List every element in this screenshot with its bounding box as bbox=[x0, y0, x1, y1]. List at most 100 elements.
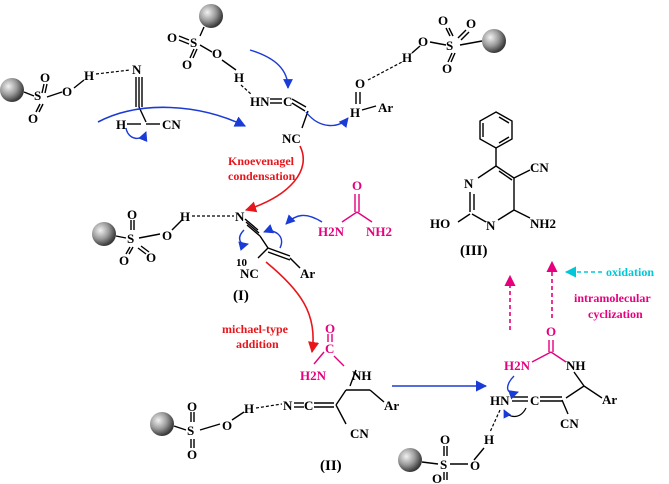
flow-arrow bbox=[97, 106, 247, 127]
atom-o: O bbox=[432, 471, 442, 484]
atom-c: C bbox=[283, 94, 292, 109]
amine-h2n: H2N bbox=[300, 368, 327, 383]
atom-c: C bbox=[304, 398, 313, 413]
amide-nh: NH bbox=[566, 358, 586, 373]
knoevenagel-label: Knoevenagel bbox=[228, 154, 295, 168]
ring-n: N bbox=[464, 176, 474, 191]
atom-s: S bbox=[187, 423, 194, 438]
aryl-ar: Ar bbox=[602, 392, 617, 407]
atom-s: S bbox=[446, 38, 453, 53]
oxidation-label: oxidation bbox=[606, 265, 654, 279]
catalyst-sphere bbox=[199, 4, 223, 28]
stage-label-I: (I) bbox=[233, 288, 249, 304]
nitrile-cn: CN bbox=[530, 160, 549, 175]
atom-o: O bbox=[352, 178, 362, 193]
catalyst-sulfonic-acid-4: S O O O O H bbox=[92, 207, 234, 268]
atom-o: O bbox=[146, 250, 156, 265]
michael-arrow bbox=[265, 261, 320, 354]
atom-o: O bbox=[167, 30, 177, 45]
atom-h: H bbox=[350, 105, 360, 120]
amine-h2n: H2N bbox=[318, 224, 345, 239]
intramolecular-label: cyclization bbox=[588, 307, 643, 321]
ketenimine-intermediate: HN C NC bbox=[250, 94, 349, 146]
atom-s: S bbox=[440, 457, 447, 472]
nitrile-cn: CN bbox=[350, 426, 369, 441]
atom-o: O bbox=[28, 111, 38, 126]
catalyst-sulfonic-acid-3: O H Ar H O S O O O bbox=[350, 13, 506, 120]
atom-n: N bbox=[283, 398, 293, 413]
intermediate-II: N C CN Ar NH C O H2N (II) bbox=[283, 321, 399, 474]
atom-o: O bbox=[127, 207, 137, 222]
atom-n: N bbox=[132, 62, 142, 77]
atom-s: S bbox=[190, 35, 197, 50]
atom-o: O bbox=[162, 228, 172, 243]
catalyst-sphere bbox=[398, 448, 422, 472]
knoevenagel-label: condensation bbox=[228, 169, 296, 183]
atom-o: O bbox=[325, 321, 335, 336]
atom-o: O bbox=[62, 84, 72, 99]
imine-hn: HN bbox=[490, 393, 510, 408]
catalyst-sphere bbox=[92, 222, 116, 246]
aryl-ar: Ar bbox=[378, 100, 393, 115]
stage-label-II: (II) bbox=[320, 458, 342, 474]
amide-nh: NH bbox=[352, 368, 372, 383]
atom-o: O bbox=[119, 253, 129, 268]
stage-label-III: (III) bbox=[460, 243, 488, 259]
nitrile-nc: NC bbox=[282, 131, 301, 146]
atom-o: O bbox=[355, 76, 365, 91]
atom-h: H bbox=[244, 401, 254, 416]
nitrile-cn: CN bbox=[560, 416, 579, 431]
atom-h: H bbox=[484, 432, 494, 447]
aryl-ar: Ar bbox=[300, 266, 315, 281]
hydroxyl-ho: HO bbox=[430, 216, 450, 231]
amine-nh2: NH2 bbox=[366, 224, 392, 239]
knoevenagel-arrow bbox=[244, 145, 305, 213]
catalyst-sphere bbox=[482, 29, 506, 53]
atom-o: O bbox=[466, 16, 476, 31]
intermediate-I: N Ar 10 NC (I) bbox=[233, 209, 315, 304]
atom-o: O bbox=[470, 458, 480, 473]
atom-n: N bbox=[235, 209, 245, 224]
nitrile-cn: CN bbox=[162, 117, 181, 132]
cyclization-intermediate: O H2N NH Ar CN C HN H bbox=[484, 324, 617, 447]
product-III: N CN NH2 N HO (III) bbox=[430, 111, 556, 259]
atom-h: H bbox=[84, 68, 94, 83]
amine-h2n: H2N bbox=[504, 358, 531, 373]
imine-hn: HN bbox=[250, 94, 270, 109]
catalyst-sphere bbox=[0, 78, 24, 102]
atom-o: O bbox=[40, 70, 50, 85]
michael-label: addition bbox=[236, 337, 279, 351]
atom-o: O bbox=[187, 447, 197, 462]
malononitrile: N H CN bbox=[116, 62, 181, 143]
atom-o: O bbox=[182, 57, 192, 72]
atom-o: O bbox=[438, 13, 448, 28]
atom-c: C bbox=[530, 393, 539, 408]
atom-o: O bbox=[212, 46, 222, 61]
nitrile-nc: NC bbox=[240, 266, 259, 281]
atom-s: S bbox=[127, 231, 134, 246]
atom-s: S bbox=[34, 88, 41, 103]
atom-h: H bbox=[402, 50, 412, 65]
atom-h: H bbox=[116, 117, 126, 132]
catalyst-sulfonic-acid-5: S O O O H bbox=[150, 399, 283, 462]
catalyst-sulfonic-acid-2: S O O O H bbox=[167, 4, 293, 96]
catalyst-sphere bbox=[150, 412, 174, 436]
intramolecular-label: intramolecular bbox=[574, 291, 651, 305]
atom-h: H bbox=[234, 70, 244, 85]
atom-o: O bbox=[546, 324, 556, 339]
ring-n: N bbox=[486, 218, 496, 233]
atom-o: O bbox=[187, 399, 197, 414]
atom-c: C bbox=[325, 341, 334, 356]
catalyst-sulfonic-acid-6: O S O O bbox=[398, 432, 485, 484]
aryl-ar: Ar bbox=[384, 398, 399, 413]
atom-o: O bbox=[440, 432, 450, 447]
amine-nh2: NH2 bbox=[530, 216, 556, 231]
urea: O H2N NH2 bbox=[285, 178, 392, 239]
catalyst-sulfonic-acid-1: S O O O H bbox=[0, 68, 131, 126]
atom-h: H bbox=[180, 209, 190, 224]
number-10: 10 bbox=[236, 257, 248, 269]
michael-label: michael-type bbox=[222, 322, 289, 336]
atom-o: O bbox=[442, 61, 452, 76]
atom-o: O bbox=[418, 34, 428, 49]
